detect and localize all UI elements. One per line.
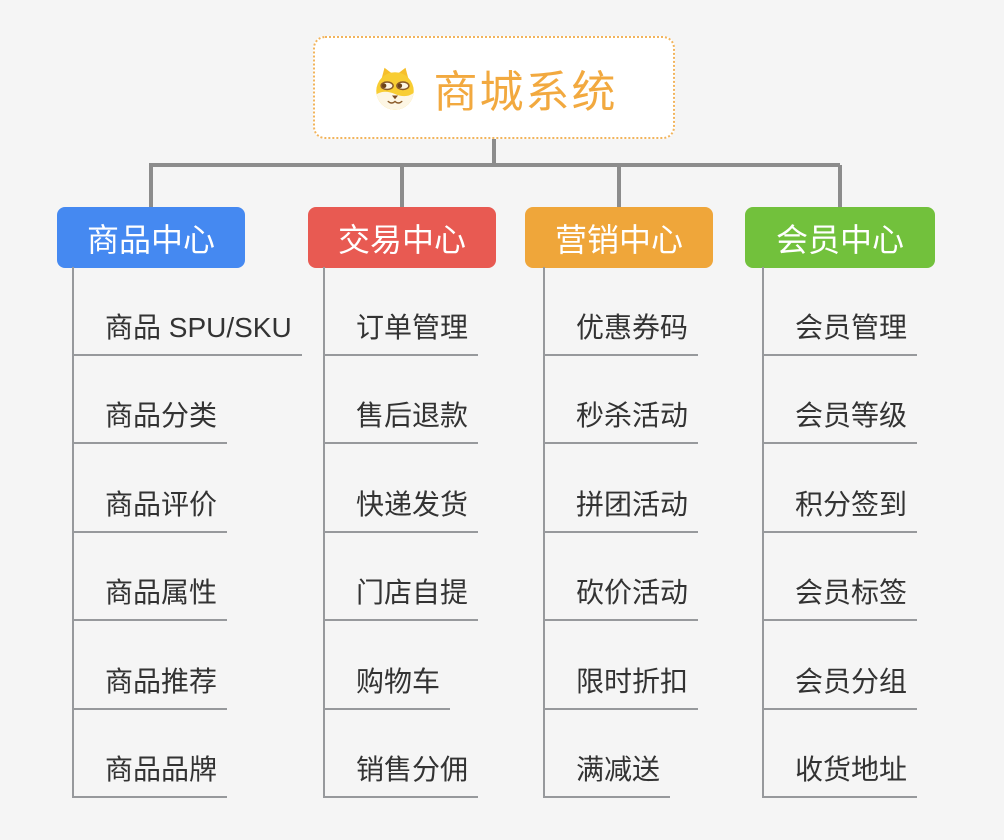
leaf-node[interactable]: 订单管理	[323, 268, 479, 356]
branch-node-product-center[interactable]: 商品中心	[57, 207, 245, 268]
leaf-node[interactable]: 销售分佣	[323, 710, 479, 798]
root-node-title: 商城系统	[433, 67, 618, 117]
connector-branch-2-stub	[400, 165, 404, 208]
leaf-node[interactable]: 收货地址	[762, 710, 918, 798]
branch-node-member-center[interactable]: 会员中心	[745, 207, 935, 268]
leaf-node[interactable]: 商品推荐	[72, 621, 228, 710]
leaf-node[interactable]: 门店自提	[323, 533, 479, 622]
connector-branch-1-stub	[149, 165, 153, 208]
leaf-node[interactable]: 购物车	[323, 621, 451, 710]
root-node[interactable]: 商城系统	[313, 36, 675, 139]
connector-branch-4-stub	[838, 165, 842, 208]
leaf-node[interactable]: 满减送	[543, 710, 671, 798]
leaf-node[interactable]: 积分签到	[762, 444, 918, 533]
leaf-node[interactable]: 秒杀活动	[543, 356, 699, 445]
connector-branch-3-stub	[617, 165, 621, 208]
leaf-column-trade: 订单管理 售后退款 快递发货 门店自提 购物车 销售分佣	[323, 268, 479, 798]
leaf-node[interactable]: 会员管理	[762, 268, 918, 356]
leaf-column-member: 会员管理 会员等级 积分签到 会员标签 会员分组 收货地址	[762, 268, 918, 798]
leaf-node[interactable]: 售后退款	[323, 356, 479, 445]
leaf-node[interactable]: 会员标签	[762, 533, 918, 622]
leaf-node[interactable]: 会员等级	[762, 356, 918, 445]
leaf-node[interactable]: 商品品牌	[72, 710, 228, 798]
leaf-node[interactable]: 砍价活动	[543, 533, 699, 622]
branch-node-marketing-center[interactable]: 营销中心	[525, 207, 713, 268]
leaf-node[interactable]: 商品 SPU/SKU	[72, 268, 302, 356]
branch-node-trade-center[interactable]: 交易中心	[308, 207, 496, 268]
leaf-node[interactable]: 商品属性	[72, 533, 228, 622]
leaf-node[interactable]: 商品评价	[72, 444, 228, 533]
leaf-node[interactable]: 拼团活动	[543, 444, 699, 533]
connector-horizontal	[149, 163, 840, 167]
leaf-node[interactable]: 商品分类	[72, 356, 228, 445]
leaf-node[interactable]: 限时折扣	[543, 621, 699, 710]
leaf-node[interactable]: 会员分组	[762, 621, 918, 710]
leaf-node[interactable]: 快递发货	[323, 444, 479, 533]
leaf-column-marketing: 优惠券码 秒杀活动 拼团活动 砍价活动 限时折扣 满减送	[543, 268, 699, 798]
leaf-node[interactable]: 优惠券码	[543, 268, 699, 356]
leaf-column-product: 商品 SPU/SKU 商品分类 商品评价 商品属性 商品推荐 商品品牌	[72, 268, 302, 798]
dog-face-icon	[375, 67, 414, 110]
connector-root-stub	[492, 139, 496, 165]
